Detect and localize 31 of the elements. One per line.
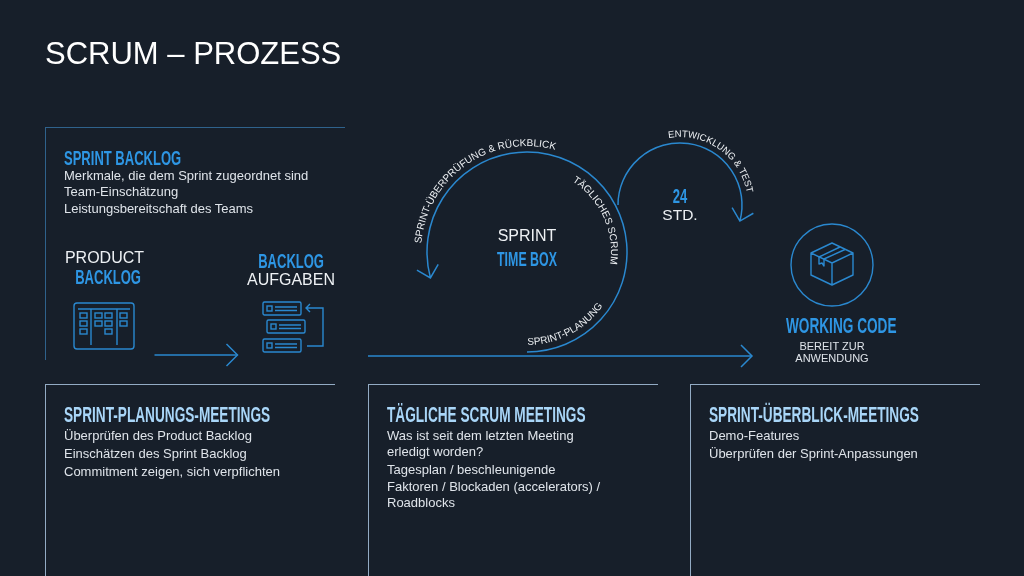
body-text: Überprüfen der Sprint-Anpassungen xyxy=(709,446,918,463)
body-text: Einschätzen des Sprint Backlog xyxy=(64,446,247,463)
arrow xyxy=(367,344,753,368)
body-text: Merkmale, die dem Sprint zugeordnet sind xyxy=(64,167,309,184)
info-panel xyxy=(45,127,345,360)
section-heading: SPRINT BACKLOG xyxy=(64,146,182,168)
body-text: Team-Einschätzung xyxy=(64,184,179,201)
arrow xyxy=(153,343,239,367)
info-panel xyxy=(45,384,335,576)
node-label: AUFGABEN xyxy=(247,270,335,288)
node-label: PRODUCT xyxy=(64,249,145,267)
slide-title: SCRUM – PROZESS xyxy=(45,36,342,72)
body-text: Was ist seit dem letzten Meeting erledigt worden? xyxy=(387,428,575,461)
node-label: BEREIT ZUR ANWENDUNG xyxy=(794,341,870,364)
node-label: BACKLOG xyxy=(74,267,141,288)
body-text: Commitment zeigen, sich verpflichten xyxy=(64,464,281,481)
body-text: Überprüfen des Product Backlog xyxy=(64,428,252,445)
node-label: 24 xyxy=(672,184,688,209)
node-label: TIME BOX xyxy=(497,247,557,271)
info-panel xyxy=(690,384,980,576)
body-text: Tagesplan / beschleunigende Faktoren / Blockaden (accelerators) / Roadblocks xyxy=(387,462,602,511)
info-panel xyxy=(368,384,658,576)
node-label: STD. xyxy=(662,206,698,224)
node-label: SPRINT xyxy=(497,226,557,244)
body-text: Leistungsbereitschaft des Teams xyxy=(64,200,254,217)
body-text: Demo-Features xyxy=(709,428,800,445)
section-heading: SPRINT-ÜBERBLICK-MEETINGS xyxy=(709,404,919,426)
section-heading: TÄGLICHE SCRUM MEETINGS xyxy=(387,404,586,426)
section-heading: SPRINT-PLANUNGS-MEETINGS xyxy=(64,404,271,426)
node-label: BACKLOG xyxy=(258,250,324,271)
node-label: WORKING CODE xyxy=(785,316,897,336)
